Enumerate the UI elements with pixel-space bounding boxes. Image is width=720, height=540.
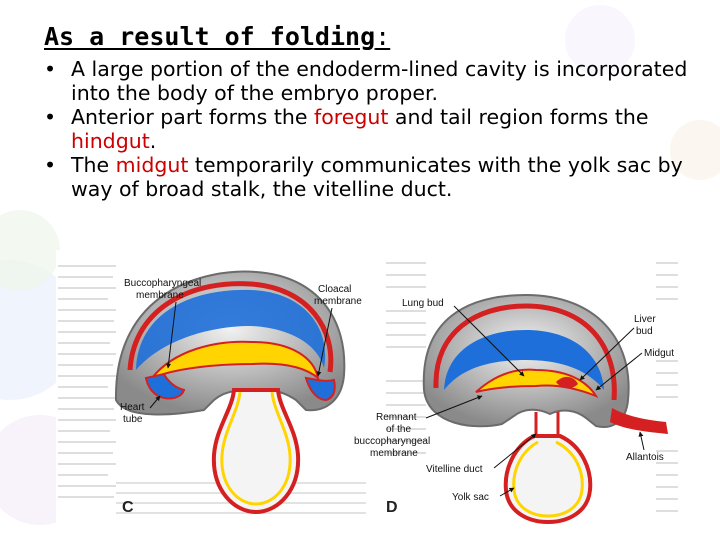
panel-c-endoderm-gut (148, 340, 320, 381)
pointer-heart-tube (149, 395, 161, 409)
bullet-item: • The midgut temporarily communicates wi… (44, 153, 704, 201)
panel-d-liver-bud (556, 376, 578, 389)
embryo-folding-figure: Buccopharyngeal membrane Cloacal membran… (56, 250, 680, 526)
label-membrane: membrane (136, 290, 184, 301)
label-allantois: Allantois (626, 452, 664, 463)
panel-c-embryo (114, 270, 346, 515)
panel-d-labels: Lung bud Liver bud Midgut Remnant of the… (354, 298, 674, 516)
bullet-list: • A large portion of the endoderm-lined … (44, 57, 704, 201)
bullet-text: . (149, 129, 157, 153)
label-bud: bud (636, 326, 653, 337)
panel-c-cardiac-region (144, 372, 186, 400)
hindgut-term: hindgut (71, 129, 150, 153)
title-text: As a result of folding (44, 22, 376, 51)
pointer-lung-bud (453, 305, 525, 377)
panel-c-yolk-sac-lining (220, 391, 292, 506)
bullet-text: Anterior part forms the (71, 105, 314, 129)
bullet-marker: • (44, 153, 57, 177)
panel-d-allantois (610, 408, 668, 434)
pointer-remnant (425, 395, 483, 419)
panel-d-endoderm-gut (475, 368, 599, 399)
bullet-item: • A large portion of the endoderm-lined … (44, 57, 704, 105)
panel-c-amniotic-cavity (136, 289, 326, 370)
panel-c-cloacal-region (304, 376, 336, 402)
pointer-allantois (638, 431, 645, 451)
foregut-term: foregut (314, 105, 389, 129)
label-midgut: Midgut (644, 348, 674, 359)
bullet-marker: • (44, 105, 57, 129)
bullet-text: temporarily communicates with the yolk s… (71, 153, 683, 201)
midgut-term: midgut (115, 153, 189, 177)
panel-d-ectoderm (422, 293, 630, 428)
pointer-vitelline-duct (493, 433, 537, 469)
slide-title: As a result of folding: (44, 22, 390, 51)
bullet-marker: • (44, 57, 57, 81)
label-cloacal: Cloacal (318, 284, 351, 295)
label-membrane: membrane (370, 448, 418, 459)
pointer-midgut (595, 352, 643, 391)
panel-d-amniotic-cavity (444, 330, 604, 390)
title-colon: : (375, 22, 391, 51)
bullet-text: and tail region forms the (388, 105, 649, 129)
panel-d-yolk-sac (503, 434, 593, 525)
panel-d-body-wall (433, 303, 617, 401)
label-vitelline-duct: Vitelline duct (426, 464, 483, 475)
label-of-the: of the (386, 424, 411, 435)
label-liver: Liver (634, 314, 656, 325)
label-buccopharyngeal: buccopharyngeal (354, 436, 430, 447)
label-heart: Heart (120, 402, 145, 413)
pointer-yolk-sac (499, 487, 515, 497)
panel-d-embryo (422, 293, 668, 525)
panel-c-yolk-sac (211, 388, 301, 515)
bullet-text: The (71, 153, 116, 177)
panel-c-labels: Buccopharyngeal membrane Cloacal membran… (120, 278, 362, 516)
bullet-text: A large portion of the endoderm-lined ca… (71, 57, 688, 105)
label-remnant: Remnant (376, 412, 417, 423)
pointer-cloacal (316, 307, 333, 377)
label-yolk-sac: Yolk sac (452, 492, 489, 503)
label-tube: tube (123, 414, 143, 425)
panel-letter-c: C (122, 499, 134, 516)
label-membrane: membrane (314, 296, 362, 307)
label-buccopharyngeal: Buccopharyngeal (124, 278, 201, 289)
pointer-buccopharyngeal (166, 301, 177, 369)
label-lung-bud: Lung bud (402, 298, 444, 309)
panel-letter-d: D (386, 499, 398, 516)
panel-d-yolk-sac-lining (512, 440, 584, 518)
bullet-item: • Anterior part forms the foregut and ta… (44, 105, 704, 153)
panel-c-body-wall (127, 281, 334, 373)
pointer-liver-bud (579, 327, 635, 381)
